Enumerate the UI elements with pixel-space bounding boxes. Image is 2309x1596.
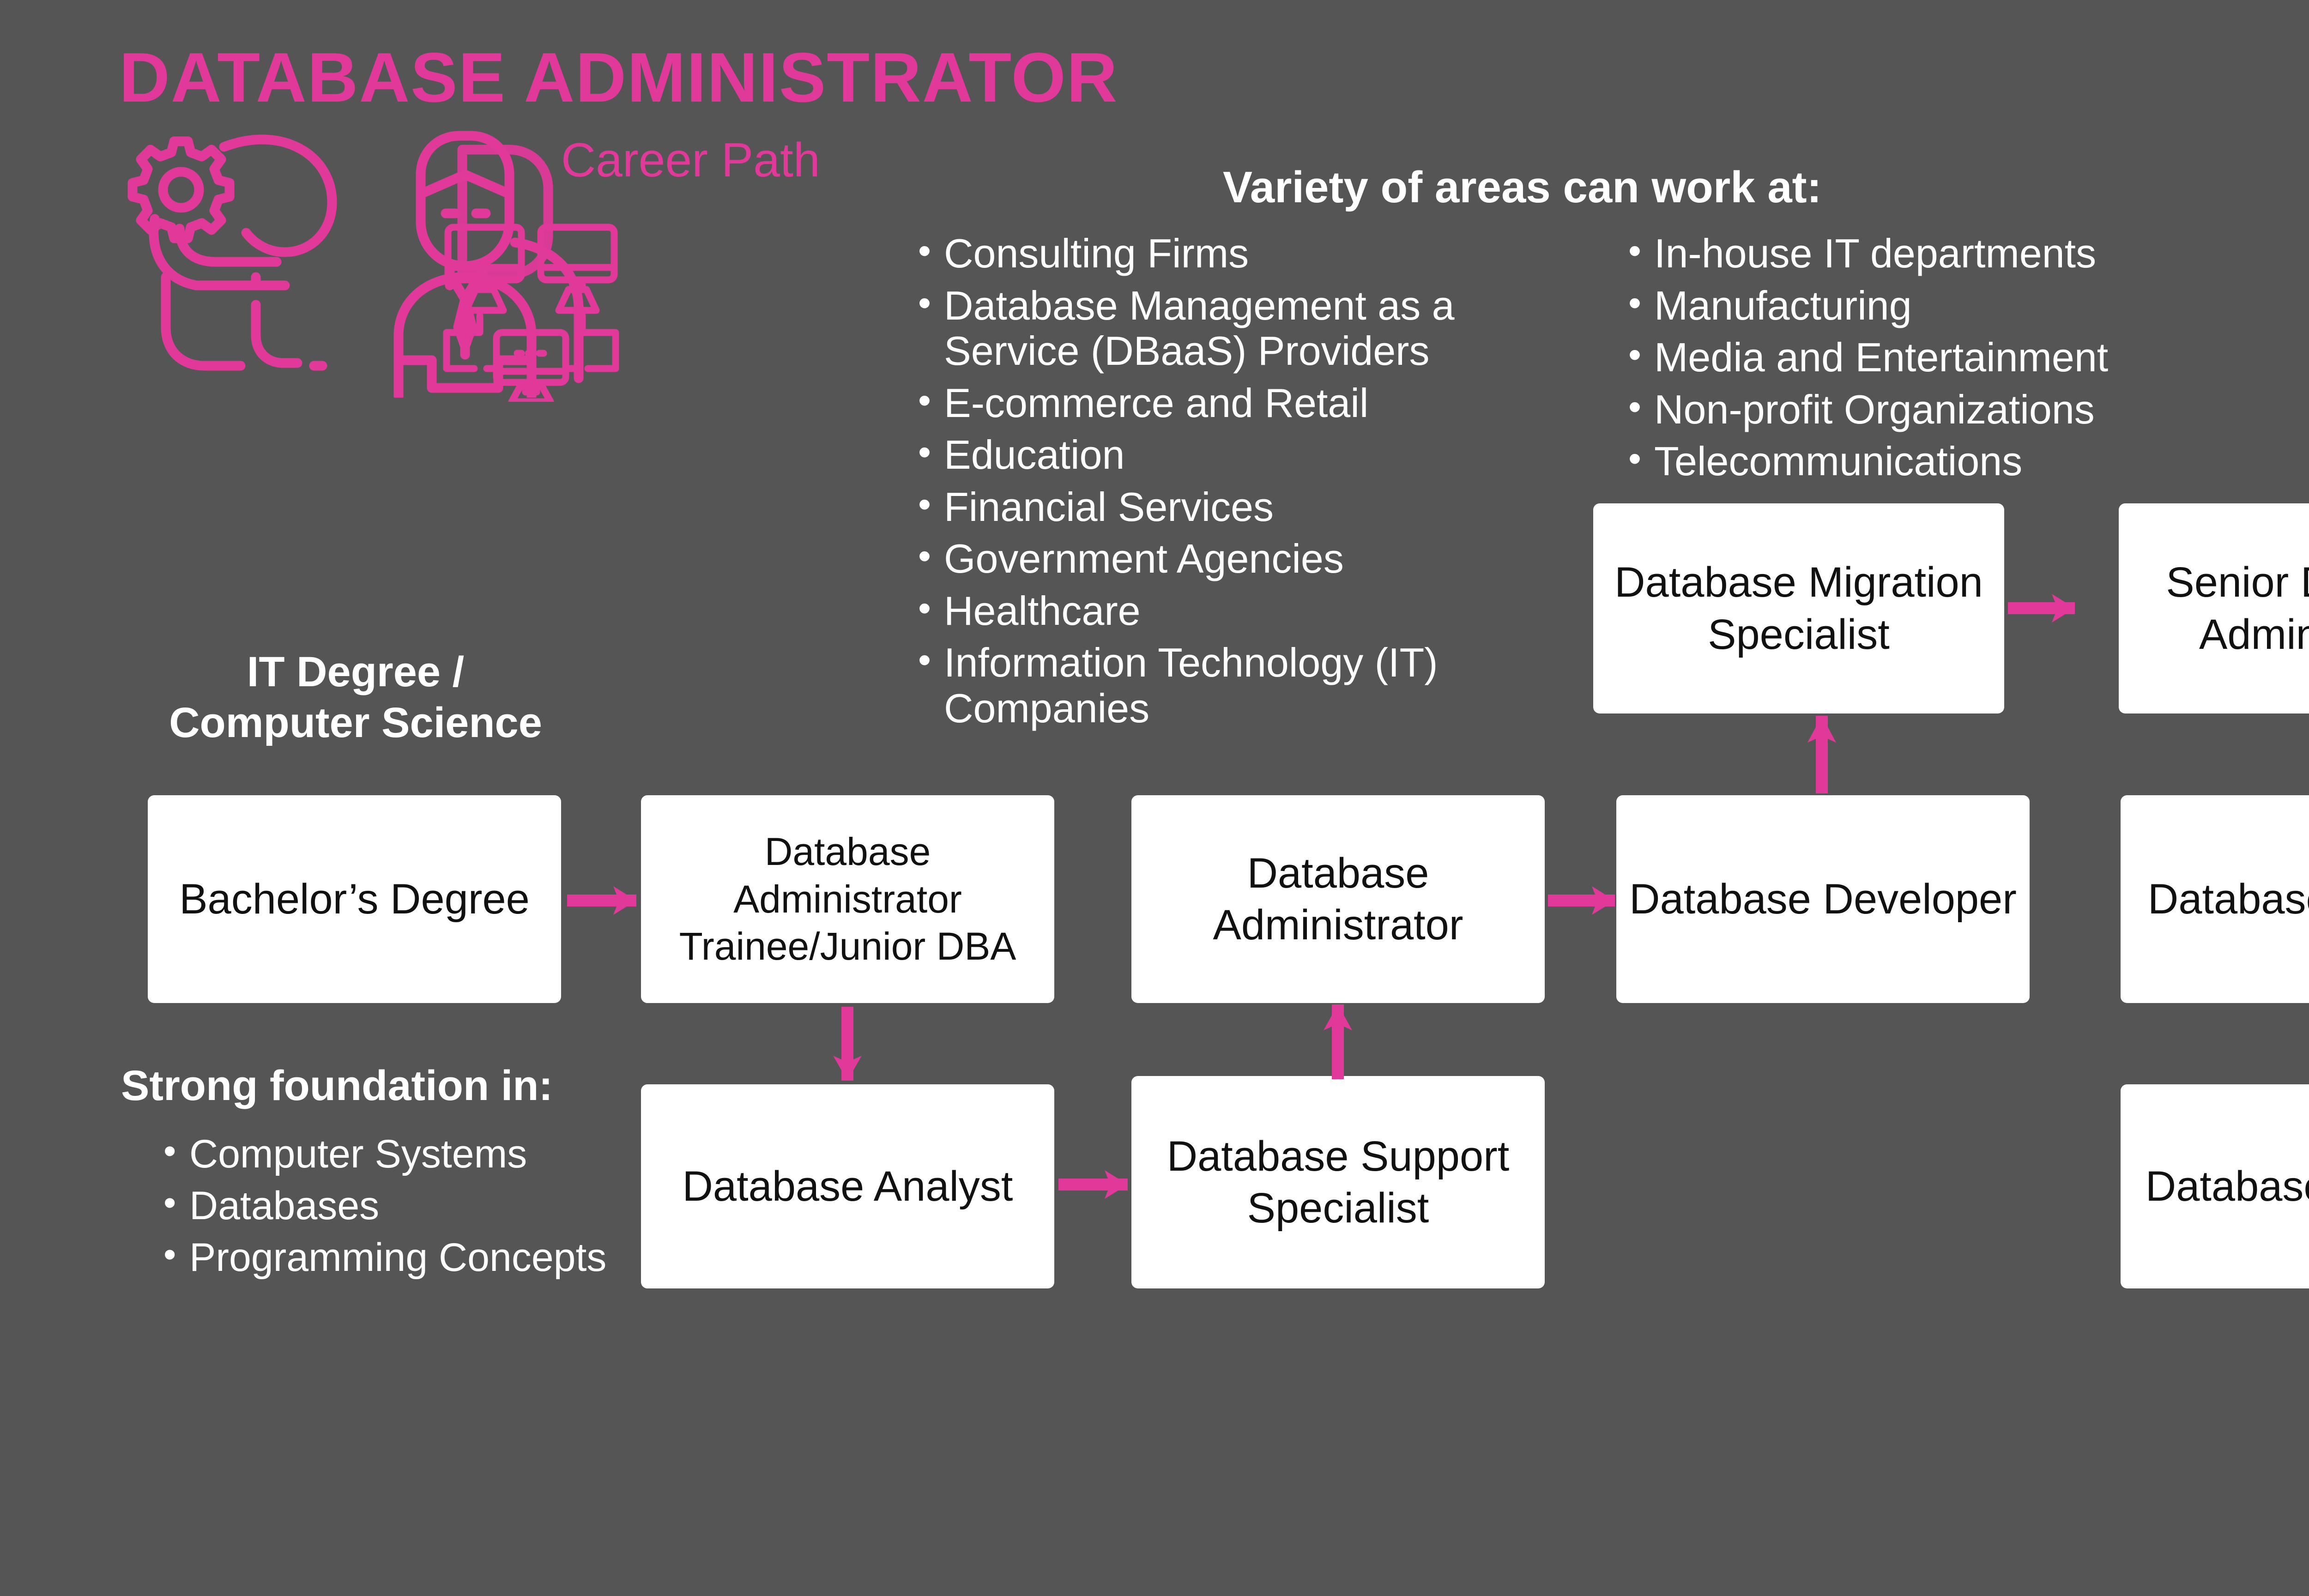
arrow-senior-dba-to-architect [2303,715,2309,793]
node-database-developer[interactable]: Database Developer [1616,795,2030,1003]
degree-label: IT Degree / Computer Science [169,648,542,747]
list-item: Manufacturing [1628,282,2271,329]
arrow-dba-to-developer [1548,880,1615,921]
list-item: Media and Entertainment [1628,334,2271,381]
list-item: Telecommunications [1628,438,2271,484]
page-title: DATABASE ADMINISTRATOR [119,38,1118,117]
page-subtitle: Career Path [561,133,820,187]
arrow-support-to-dba [1317,1004,1359,1079]
node-bachelors-degree[interactable]: Bachelor’s Degree [148,795,561,1003]
node-dba-trainee[interactable]: Database Administrator Trainee/Junior DB… [641,795,1054,1003]
node-database-architect[interactable]: Database Architect [2121,795,2309,1003]
arrow-bachelors-to-trainee [567,880,636,921]
areas-list-left: Consulting Firms Database Management as … [905,230,1589,738]
node-database-analyst[interactable]: Database Analyst [641,1084,1054,1288]
arrow-migration-to-senior-dba [2008,587,2075,629]
list-item: Consulting Firms [918,230,1589,277]
list-item: Government Agencies [918,535,1589,582]
list-item: Education [918,431,1589,478]
list-item: Computer Systems [163,1130,651,1177]
arrow-analyst-to-support [1058,1164,1128,1205]
node-support-specialist[interactable]: Database Support Specialist [1131,1076,1545,1288]
foundation-heading: Strong foundation in: [121,1062,553,1109]
computer-network-icon [434,222,628,405]
list-item: Programming Concepts [163,1234,651,1280]
list-item: Database Management as a Service (DBaaS)… [918,282,1589,374]
list-item: Healthcare [918,587,1589,634]
areas-list-right: In-house IT departments Manufacturing Me… [1615,230,2271,491]
node-migration-specialist[interactable]: Database Migration Specialist [1593,503,2004,713]
arrow-trainee-to-analyst [827,1007,868,1081]
node-senior-dba[interactable]: Senior Database Administrator [2119,503,2309,713]
arrow-architect-to-manager [2303,1005,2309,1083]
areas-heading: Variety of areas can work at: [1223,163,1822,212]
node-database-manager[interactable]: Database Manager [2121,1084,2309,1288]
list-item: Financial Services [918,484,1589,530]
list-item: Non-profit Organizations [1628,386,2271,433]
node-database-administrator[interactable]: Database Administrator [1131,795,1545,1003]
list-item: Databases [163,1182,651,1228]
arrow-developer-to-migration [1801,716,1843,793]
foundation-list: Computer Systems Databases Programming C… [152,1130,651,1287]
list-item: E-commerce and Retail [918,380,1589,426]
list-item: Information Technology (IT) Companies [918,639,1589,731]
list-item: In-house IT departments [1628,230,2271,277]
